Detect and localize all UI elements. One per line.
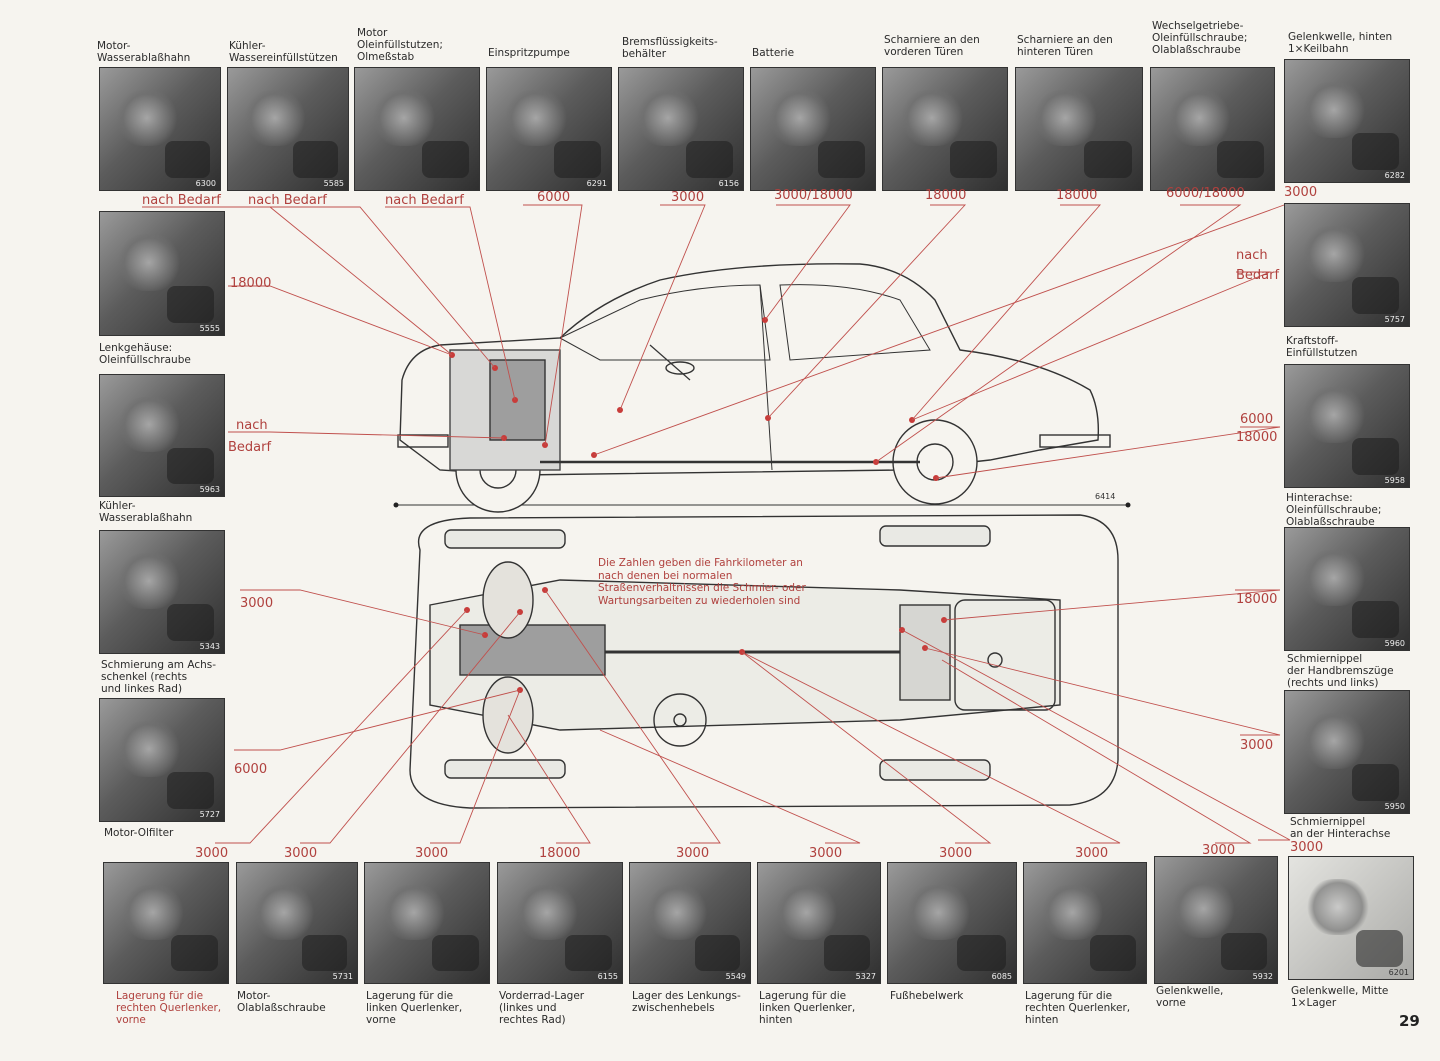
caption-motor-wasserablasshahn: Motor- Wasserablaßhahn: [97, 40, 191, 64]
caption-lenkgehaeuse: Lenkgehäuse: Oleinfüllschraube: [99, 342, 191, 366]
page-number: 29: [1399, 1012, 1420, 1030]
caption-handbremszuege: Schmiernippel der Handbremszüge (rechts …: [1287, 653, 1394, 689]
caption-querlenker-links-vorne: Lagerung für die linken Querlenker, vorn…: [366, 990, 463, 1026]
photo-motor-oleinfuellstutzen: [354, 67, 480, 191]
photo-motor-olfilter: 5727: [99, 698, 225, 822]
interval-label: 18000: [925, 188, 967, 203]
photo-fusshebelwerk: 6085: [887, 862, 1017, 984]
interval-label: 18000: [1056, 188, 1098, 203]
interval-label: 3000: [1240, 738, 1274, 753]
interval-label: 3000: [1202, 843, 1236, 858]
photo-kuehler-wasserablasshahn: 5963: [99, 374, 225, 497]
caption-batterie: Batterie: [752, 47, 795, 59]
caption-kuehler-wassereinfuellstutzen: Kühler- Wassereinfüllstützen: [229, 40, 338, 64]
caption-hinterachse-oel: Hinterachse: Oleinfüllschraube; Olablaßs…: [1286, 492, 1382, 528]
photo-schmiernippel-hinterachse: 5950: [1284, 690, 1410, 814]
interval-label: 6000: [234, 762, 268, 777]
interval-label: 6000: [537, 190, 571, 205]
photo-hinterachse-oel: 5958: [1284, 364, 1410, 488]
interval-label: 18000: [539, 846, 581, 861]
caption-motor-olfilter: Motor-Olfilter: [104, 827, 174, 839]
interval-label: 6000/18000: [1166, 186, 1245, 201]
interval-label: 3000/18000: [774, 188, 853, 203]
caption-motor-oleinfuellstutzen: Motor Oleinfüllstutzen; Olmeßstab: [357, 27, 443, 63]
caption-querlenker-links-hinten: Lagerung für die linken Querlenker, hint…: [759, 990, 856, 1026]
car-side-view: [397, 263, 1111, 513]
photo-kraftstoff-einfuellstutzen: 5757: [1284, 203, 1410, 327]
caption-schmiernippel-hinterachse: Schmiernippel an der Hinterachse: [1290, 816, 1391, 840]
photo-handbremszuege: 5960: [1284, 527, 1410, 651]
interval-label: 3000: [1290, 840, 1324, 855]
photo-batterie: [750, 67, 876, 191]
photo-scharniere-vorne: [882, 67, 1008, 191]
caption-achsschenkel: Schmierung am Achs- schenkel (rechts und…: [101, 659, 217, 695]
caption-motor-olablassschraube: Motor- Olablaßschraube: [237, 990, 326, 1014]
photo-querlenker-rechts-vorne: [103, 862, 229, 984]
caption-fusshebelwerk: Fußhebelwerk: [890, 990, 964, 1002]
interval-label: nach: [1236, 248, 1268, 263]
caption-querlenker-rechts-vorne: Lagerung für die rechten Querlenker, vor…: [116, 990, 222, 1026]
photo-gelenkwelle-mitte: 6201: [1288, 856, 1414, 980]
photo-achsschenkel: 5343: [99, 530, 225, 654]
caption-vorderrad-lager: Vorderrad-Lager (linkes und rechtes Rad): [499, 990, 585, 1026]
photo-wechselgetriebe: [1150, 67, 1275, 191]
photo-vorderrad-lager: 6155: [497, 862, 623, 984]
caption-lenkungszwischenhebel: Lager des Lenkungs- zwischenhebels: [632, 990, 741, 1014]
photo-querlenker-links-hinten: 5327: [757, 862, 881, 984]
interval-label: 6000: [1240, 412, 1274, 427]
interval-label: 3000: [939, 846, 973, 861]
interval-label: 3000: [415, 846, 449, 861]
interval-explanation-note: Die Zahlen geben die Fahrkilometer an na…: [598, 557, 806, 607]
interval-label: 3000: [284, 846, 318, 861]
interval-label: 3000: [676, 846, 710, 861]
photo-motor-olablassschraube: 5731: [236, 862, 358, 984]
photo-einspritzpumpe: 6291: [486, 67, 612, 191]
interval-label: 18000: [230, 276, 272, 291]
photo-bremsfluessigkeitsbehaelter: 6156: [618, 67, 744, 191]
interval-label: 18000: [1236, 592, 1278, 607]
interval-label: 3000: [671, 190, 705, 205]
interval-label: 3000: [1075, 846, 1109, 861]
interval-label: nach Bedarf: [385, 193, 464, 208]
interval-label: Bedarf: [1236, 268, 1280, 283]
interval-label: 3000: [1284, 185, 1318, 200]
interval-label: 18000: [1236, 430, 1278, 445]
caption-gelenkwelle-vorne: Gelenkwelle, vorne: [1156, 985, 1224, 1009]
interval-label: 3000: [809, 846, 843, 861]
photo-querlenker-links-vorne: [364, 862, 490, 984]
caption-gelenkwelle-hinten: Gelenkwelle, hinten 1×Keilbahn: [1288, 31, 1393, 55]
photo-kuehler-wassereinfuellstutzen: 5585: [227, 67, 349, 191]
caption-bremsfluessigkeitsbehaelter: Bremsflüssigkeits- behälter: [622, 36, 718, 60]
caption-scharniere-hinten: Scharniere an den hinteren Türen: [1017, 34, 1113, 58]
interval-label: nach: [236, 418, 268, 433]
caption-querlenker-rechts-hinten: Lagerung für die rechten Querlenker, hin…: [1025, 990, 1131, 1026]
diagram-code: 6414: [1095, 492, 1115, 501]
photo-querlenker-rechts-hinten: [1023, 862, 1147, 984]
photo-scharniere-hinten: [1015, 67, 1143, 191]
caption-einspritzpumpe: Einspritzpumpe: [488, 47, 570, 59]
caption-gelenkwelle-mitte: Gelenkwelle, Mitte 1×Lager: [1291, 985, 1389, 1009]
interval-label: nach Bedarf: [248, 193, 327, 208]
caption-kraftstoff-einfuellstutzen: Kraftstoff- Einfüllstutzen: [1286, 335, 1358, 359]
interval-label: 3000: [195, 846, 229, 861]
caption-kuehler-wasserablasshahn: Kühler- Wasserablaßhahn: [99, 500, 193, 524]
photo-gelenkwelle-hinten: 6282: [1284, 59, 1410, 183]
caption-wechselgetriebe: Wechselgetriebe- Oleinfüllschraube; Olab…: [1152, 20, 1248, 56]
interval-label: Bedarf: [228, 440, 272, 455]
leader-lines: [142, 204, 1291, 844]
photo-motor-wasserablasshahn: 6300: [99, 67, 221, 191]
photo-lenkgehaeuse: 5555: [99, 211, 225, 336]
interval-label: nach Bedarf: [142, 193, 221, 208]
caption-scharniere-vorne: Scharniere an den vorderen Türen: [884, 34, 980, 58]
interval-label: 3000: [240, 596, 274, 611]
photo-lenkungszwischenhebel: 5549: [629, 862, 751, 984]
photo-gelenkwelle-vorne: 5932: [1154, 856, 1278, 984]
